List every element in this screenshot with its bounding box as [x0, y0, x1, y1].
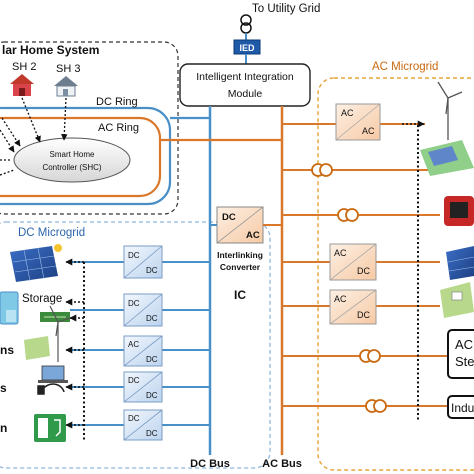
converter-dc-dc-2: DC DC	[123, 293, 163, 327]
wind-turbine-icon	[437, 81, 463, 140]
storage-label: Storage	[22, 293, 62, 305]
dc-partial-label-c: n	[0, 421, 7, 435]
ac-storage-box-line1: AC	[455, 337, 473, 352]
sh3-label: SH 3	[56, 63, 80, 75]
ac-ring-label: AC Ring	[98, 122, 139, 134]
pv-panel-icon	[10, 244, 62, 282]
svg-text:DC: DC	[146, 266, 158, 275]
integration-module-line2: Module	[228, 88, 263, 100]
shc-label-line2: Controller (SHC)	[42, 163, 101, 172]
converter-ac-ac: AC AC	[335, 103, 381, 141]
svg-text:DC: DC	[146, 355, 158, 364]
converter-ac-dc-1: AC DC	[329, 243, 377, 281]
svg-text:DC: DC	[128, 376, 140, 385]
dc-bus-label: DC Bus	[190, 458, 230, 470]
house-icon	[54, 76, 78, 97]
ic-dc-label: DC	[222, 212, 236, 223]
dc-microgrid-title: DC Microgrid	[18, 227, 85, 239]
ac-microgrid-region	[317, 77, 474, 471]
svg-text:AC: AC	[341, 108, 354, 118]
svg-text:DC: DC	[357, 310, 370, 320]
field-icon	[24, 336, 50, 360]
transformer-coil-icon	[311, 163, 387, 413]
converter-dc-dc-1: DC DC	[123, 245, 163, 279]
integration-module-line1: Intelligent Integration	[196, 71, 294, 83]
svg-text:AC: AC	[334, 248, 347, 258]
industry-box	[447, 395, 474, 419]
generator-icon	[444, 196, 474, 226]
dc-microgrid-region	[0, 221, 271, 469]
converter-dc-dc-3: DC DC	[123, 371, 163, 403]
farm-field-icon	[440, 282, 474, 318]
industry-box-label: Indu	[451, 401, 474, 415]
ied-label: IED	[239, 43, 255, 53]
interlinking-label-2: Converter	[220, 262, 261, 272]
svg-text:DC: DC	[357, 266, 370, 276]
wind-turbine-icon	[49, 305, 71, 362]
interlinking-label-1: Interlinking	[217, 250, 263, 260]
home-system-region	[0, 41, 179, 215]
ac-ring	[0, 116, 162, 198]
ic-label: IC	[234, 288, 246, 302]
svg-text:DC: DC	[146, 391, 158, 400]
svg-text:DC: DC	[128, 414, 140, 423]
dc-ring-label: DC Ring	[96, 96, 138, 108]
cable-plug-icon	[37, 383, 65, 395]
ev-charger-icon	[34, 414, 66, 442]
svg-text:DC: DC	[128, 299, 140, 308]
house-icon	[10, 74, 34, 96]
home-system-title: lar Home System	[2, 43, 99, 57]
svg-text:DC: DC	[146, 314, 158, 323]
ic-ac-label: AC	[246, 230, 260, 241]
battery-storage-icon	[0, 291, 19, 325]
shc-label-line1: Smart Home	[50, 150, 95, 159]
ac-bus-label: AC Bus	[262, 458, 302, 470]
transformer-icon	[240, 14, 252, 34]
dc-partial-label-b: s	[0, 381, 7, 395]
smart-home-controller	[13, 137, 131, 183]
converter-dc-dc-4: DC DC	[123, 409, 163, 441]
converter-ac-dc-3: AC DC	[123, 335, 163, 367]
svg-text:DC: DC	[146, 429, 158, 438]
sh2-label: SH 2	[12, 61, 36, 73]
dc-partial-label-a: ns	[0, 343, 14, 357]
dc-ring	[0, 106, 172, 206]
ac-storage-box	[447, 329, 474, 379]
integration-module-box	[179, 63, 311, 107]
home-comm-arrows	[0, 97, 68, 176]
converter-ac-dc-2: AC DC	[329, 289, 377, 325]
solar-field-icon	[420, 140, 474, 176]
laptop-icon	[38, 365, 68, 383]
ac-storage-box-line2: Ste	[455, 354, 474, 369]
ac-microgrid-title: AC Microgrid	[372, 61, 438, 73]
svg-text:AC: AC	[128, 340, 139, 349]
converter-diagonal	[216, 206, 264, 244]
pv-panel-icon	[446, 246, 474, 280]
svg-text:AC: AC	[334, 294, 347, 304]
svg-text:DC: DC	[128, 251, 140, 260]
svg-text:AC: AC	[362, 126, 375, 136]
utility-grid-label: To Utility Grid	[252, 3, 320, 15]
dc-comm-arrows	[65, 258, 84, 429]
